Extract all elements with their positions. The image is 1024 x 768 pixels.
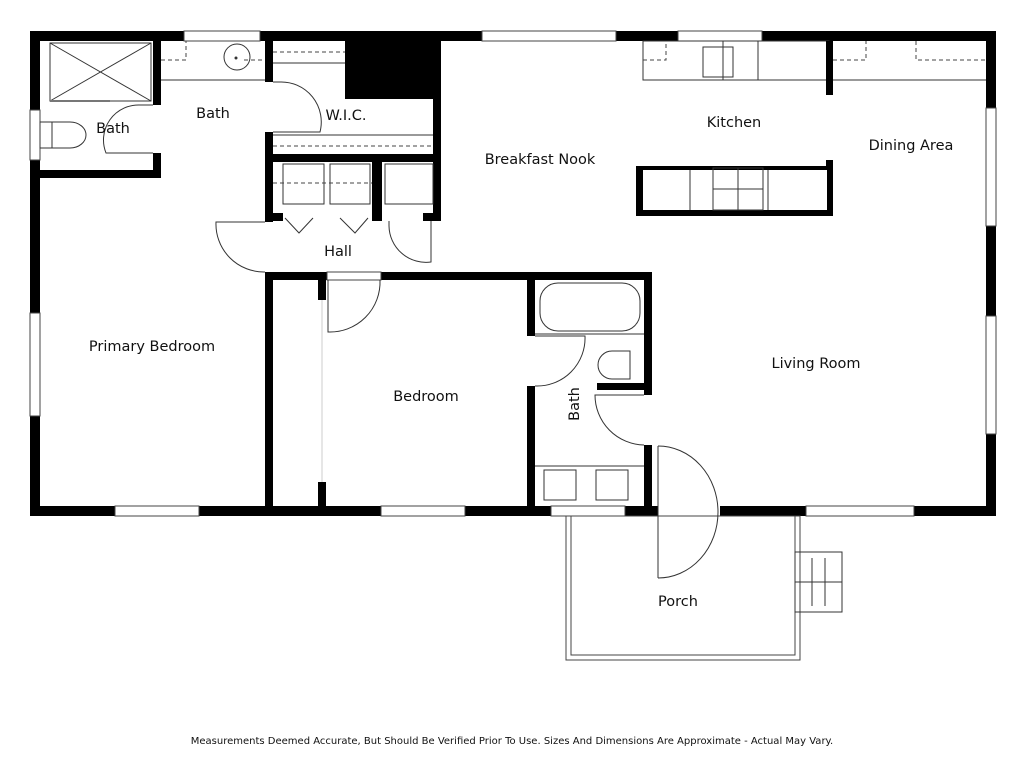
- wall: [40, 170, 161, 178]
- kitchen-sink: [702, 46, 734, 78]
- window: [29, 312, 41, 417]
- room-label-hall: Hall: [324, 244, 352, 260]
- wall: [265, 41, 273, 273]
- door-swing: [534, 335, 586, 387]
- bathtub: [539, 282, 641, 332]
- porch-deck: [565, 515, 801, 661]
- wall: [265, 272, 652, 280]
- room-label-bedroom: Bedroom: [393, 389, 459, 405]
- room-label-dining-area: Dining Area: [868, 138, 954, 154]
- wall: [433, 41, 441, 221]
- window: [114, 505, 200, 517]
- south-exterior-wall: [30, 506, 996, 516]
- sink: [223, 43, 251, 71]
- door-swing: [388, 221, 432, 263]
- door-swing: [273, 81, 322, 133]
- east-exterior-wall: [986, 31, 996, 516]
- window: [805, 505, 915, 517]
- door-swing: [102, 104, 153, 154]
- room-label-porch: Porch: [658, 594, 698, 610]
- wall: [527, 272, 535, 506]
- west-exterior-wall: [30, 31, 40, 516]
- room-label-bath-primary: Bath: [196, 106, 230, 122]
- window: [677, 30, 763, 42]
- sink: [543, 469, 577, 501]
- room-label-kitchen: Kitchen: [706, 115, 762, 131]
- window: [183, 30, 261, 42]
- room-label-living-room: Living Room: [771, 356, 861, 372]
- wall: [644, 272, 652, 506]
- door-swing: [327, 279, 381, 333]
- window: [985, 107, 997, 227]
- window: [985, 315, 997, 435]
- window: [29, 109, 41, 161]
- sink: [595, 469, 629, 501]
- sliding-door: [481, 30, 617, 42]
- window: [380, 505, 466, 517]
- wall: [265, 272, 273, 506]
- room-label-bath-hall: Bath: [567, 387, 583, 421]
- wall: [273, 154, 441, 162]
- chimney-block: [345, 41, 441, 99]
- door-swing: [215, 221, 266, 273]
- front-door-opening: [658, 506, 720, 516]
- toilet: [51, 121, 87, 149]
- toilet: [597, 350, 631, 380]
- door-swing: [657, 445, 719, 579]
- room-label-wic: W.I.C.: [325, 108, 367, 124]
- bifold-doors: [284, 217, 369, 234]
- room-label-bath-ensuite: Bath: [96, 121, 130, 137]
- window: [550, 505, 626, 517]
- disclaimer-text: Measurements Deemed Accurate, But Should…: [190, 736, 834, 747]
- room-label-primary-bedroom: Primary Bedroom: [88, 339, 216, 355]
- door-swing: [594, 394, 645, 446]
- room-label-breakfast-nook: Breakfast Nook: [484, 152, 596, 168]
